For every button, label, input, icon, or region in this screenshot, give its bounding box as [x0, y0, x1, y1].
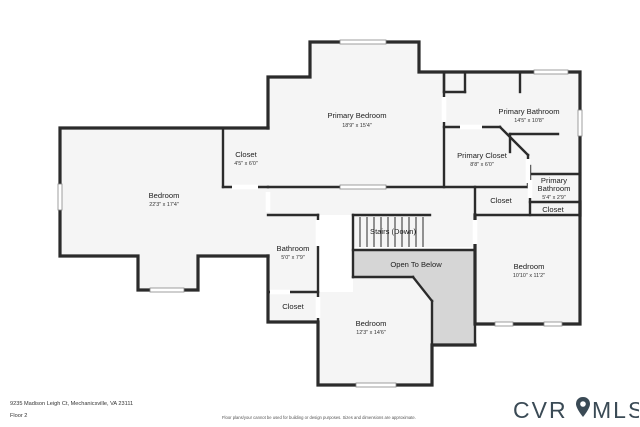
floor-label: Floor 2: [10, 413, 28, 419]
windows: [57, 39, 583, 388]
bedroom-bottom-area: [318, 277, 432, 385]
primary-bathroom-area: [444, 72, 580, 174]
room-fills: [60, 42, 580, 385]
primary-closet-dims: 8'8" x 6'0": [470, 162, 494, 168]
bathroom-area: [268, 215, 318, 292]
bedroom-left-label: Bedroom: [149, 191, 180, 200]
primary-bathroom-dims: 14'5" x 10'8": [514, 118, 544, 124]
closet-right-lower-area: [530, 202, 580, 215]
closet-right-lower-label: Closet: [542, 205, 564, 214]
small-closet-area: [223, 128, 268, 187]
logo-text-left: CVR: [513, 397, 568, 423]
open-to-below-label: Open To Below: [390, 260, 442, 269]
primary-bath-small-dims: 5'4" x 2'9": [542, 195, 566, 201]
primary-bedroom-dims: 18'9" x 15'4": [342, 123, 372, 129]
logo-text-right: MLS: [592, 397, 639, 423]
bedroom-right-label: Bedroom: [514, 262, 545, 271]
primary-closet-area: [444, 127, 528, 187]
map-pin-icon: [576, 397, 590, 417]
closet-right-top-area: [475, 187, 530, 215]
closet-top-label: Closet: [235, 150, 257, 159]
stairs-treads: [359, 217, 424, 247]
bedroom-bottom-label: Bedroom: [356, 319, 387, 328]
bathroom-dims: 5'0" x 7'9": [281, 255, 305, 261]
closet-top-dims: 4'5" x 6'0": [234, 161, 258, 167]
open-to-below-area: [353, 250, 475, 345]
closet-bottom-label: Closet: [282, 302, 304, 311]
exterior-wall-left-bedroom: [58, 126, 270, 292]
closet-right-top-label: Closet: [490, 196, 512, 205]
primary-bath-small-area: [530, 174, 580, 202]
primary-bath-small-label-2: Bathroom: [538, 184, 571, 193]
bedroom-bottom-dims: 12'3" x 14'6": [356, 330, 386, 336]
primary-bedroom-area: [268, 42, 444, 187]
primary-closet-label: Primary Closet: [457, 151, 508, 160]
bedroom-left-dims: 22'3" x 17'4": [149, 202, 179, 208]
bathroom-label: Bathroom: [277, 244, 310, 253]
room-labels: Primary Bedroom 18'9" x 15'4" Primary Ba…: [149, 107, 571, 336]
door-openings: [232, 97, 533, 318]
primary-bedroom-label: Primary Bedroom: [327, 111, 386, 120]
bedroom-right-dims: 10'10" x 11'2": [513, 273, 545, 279]
primary-bathroom-label: Primary Bathroom: [498, 107, 559, 116]
stairs-area: [353, 215, 430, 247]
cvrmls-logo: CVR MLS: [513, 397, 639, 423]
primary-bath-small-label-1: Primary: [541, 176, 567, 185]
stairs-label: Stairs (Down): [370, 227, 416, 236]
disclaimer-text: Floor plans/your cannot be used for buil…: [222, 415, 416, 420]
bedroom-right-area: [475, 215, 580, 324]
bedroom-left-area: [60, 128, 268, 290]
closet-bottom-area: [268, 292, 318, 322]
property-address: 9235 Madison Leigh Ct, Mechanicsville, V…: [10, 401, 134, 407]
